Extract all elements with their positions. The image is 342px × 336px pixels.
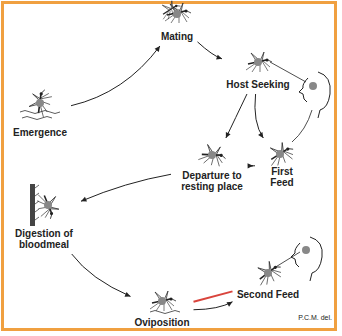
life-stage: Departure to resting place — [173, 140, 251, 194]
mosquito-figure — [253, 258, 285, 287]
life-stage: Host Seeking — [224, 50, 292, 92]
marker-dot — [309, 82, 317, 90]
leader-line — [274, 252, 300, 268]
cycle-arrow — [72, 254, 131, 297]
life-stage: Emergence — [11, 86, 69, 140]
life-stage: Mating — [159, 2, 196, 44]
water-surface — [20, 111, 180, 314]
marker-dot — [302, 246, 310, 254]
leader-line — [292, 110, 312, 142]
marker-dot — [158, 297, 166, 305]
marker-dot — [208, 151, 216, 159]
marker-dot — [44, 201, 52, 209]
mosquito-figure — [198, 142, 228, 168]
stage-label: Second Feed — [237, 289, 299, 300]
life-stage: Oviposition — [133, 290, 192, 330]
marker-dot — [173, 10, 181, 18]
life-stage: Digestion of bloodmeal — [9, 182, 79, 252]
stage-label: First Feed — [259, 166, 305, 188]
mosquito-figure — [36, 191, 60, 220]
marker-dot — [276, 150, 284, 158]
cycle-arrow — [255, 94, 263, 138]
mosquito-figure — [26, 86, 54, 117]
cycle-arrow — [81, 174, 171, 201]
stage-label: Digestion of bloodmeal — [11, 228, 77, 250]
life-stage: First Feed — [257, 140, 307, 190]
mosquito-figure — [246, 52, 272, 72]
artist-signature: P.C.M. del. — [298, 312, 332, 323]
stage-label: Host Seeking — [226, 79, 289, 90]
marker-dot — [36, 99, 44, 107]
mosquito-figure — [158, 0, 183, 21]
cycle-arrow — [226, 94, 247, 138]
human-head — [291, 237, 322, 281]
life-stage: Second Feed — [235, 262, 302, 302]
wall-hatch — [35, 185, 39, 220]
cycle-arrow — [194, 291, 233, 301]
cycle-arrow — [248, 163, 255, 168]
stage-label: Oviposition — [135, 317, 190, 328]
cycle-arrow — [194, 302, 233, 310]
resting-wall — [30, 184, 35, 226]
stage-label: Departure to resting place — [175, 170, 249, 192]
cycle-arrow — [198, 42, 223, 60]
stage-label: Emergence — [13, 127, 67, 138]
marker-dot — [254, 58, 262, 66]
cycle-arrow — [71, 46, 160, 106]
mosquito-figure — [150, 291, 176, 311]
human-head — [299, 72, 330, 118]
stage-label: Mating — [161, 31, 193, 42]
marker-dot — [264, 269, 272, 277]
mosquito-figure — [265, 140, 296, 168]
